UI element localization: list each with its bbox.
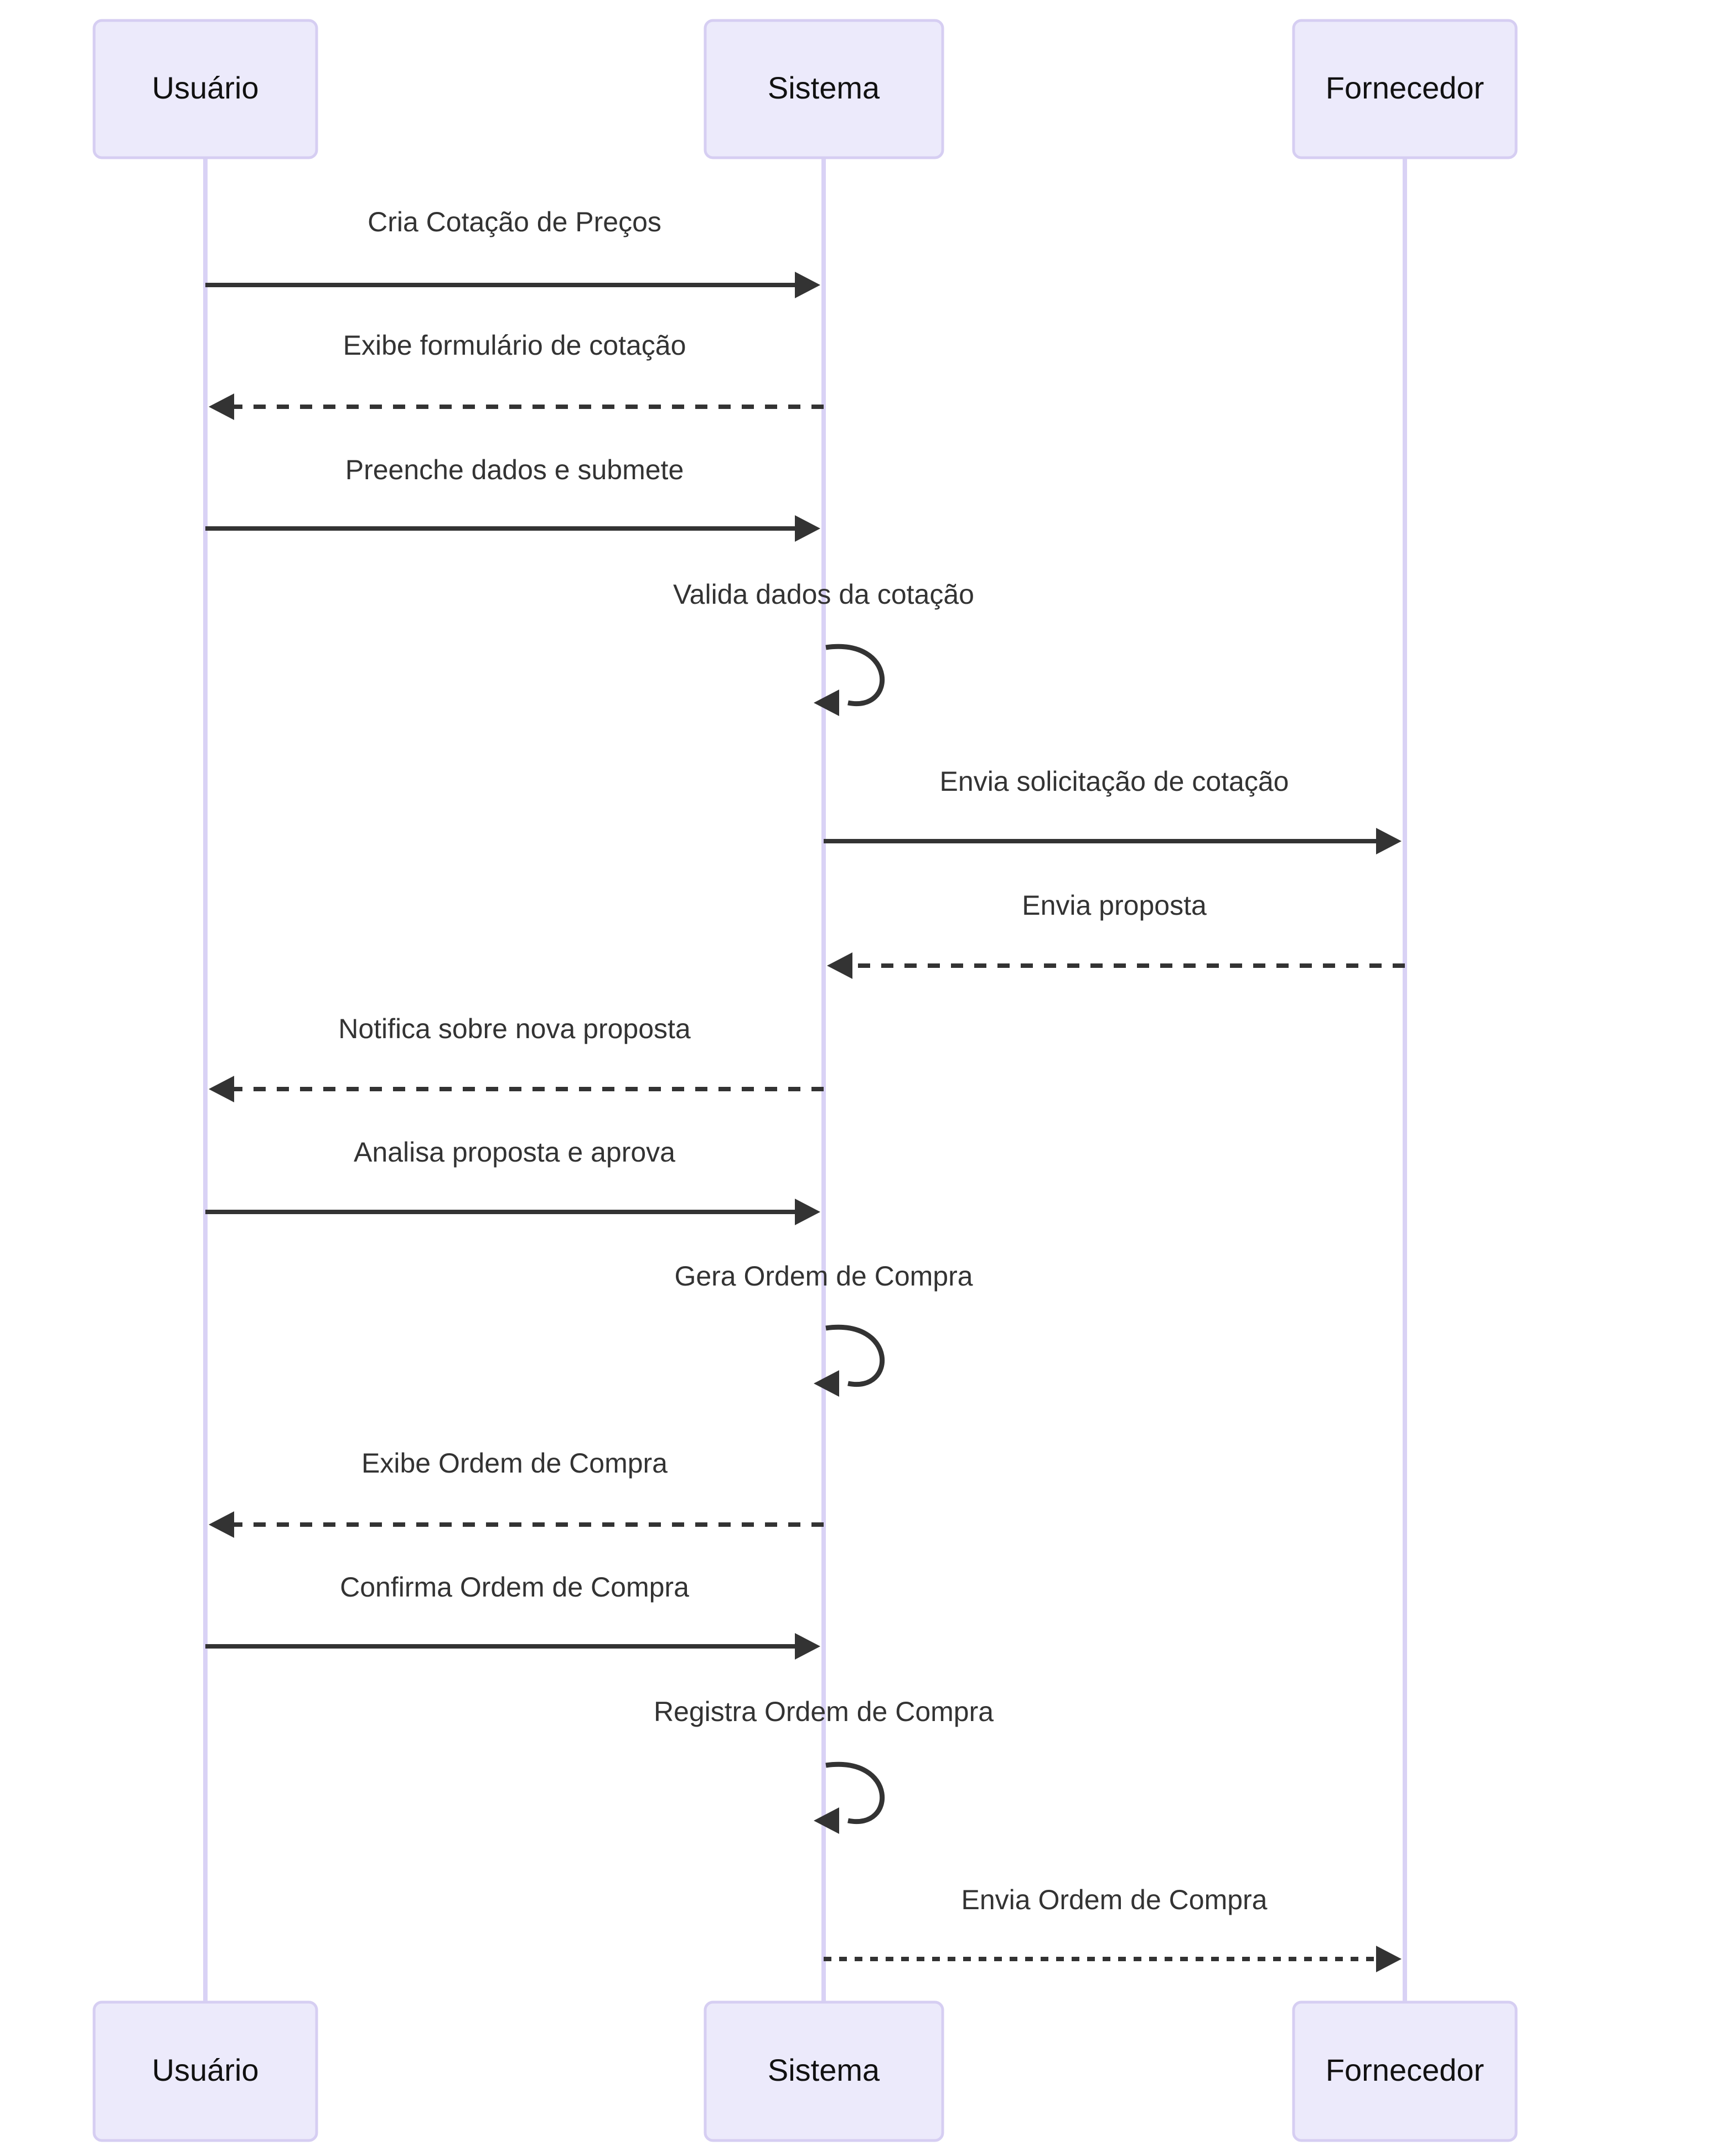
arrowhead-right [795,1633,820,1660]
actor-label-usuario: Usuário [152,2053,259,2087]
arrowhead-left [209,1511,234,1538]
actor-box-sistema-top[interactable]: Sistema [704,19,944,159]
lifelines-layer [203,158,1407,2002]
arrowhead-right [795,515,820,542]
arrowhead-right [795,272,820,298]
arrowhead-right [795,1199,820,1225]
message-10[interactable]: Exibe Ordem de Compra [209,1448,824,1538]
actor-label-fornecedor: Fornecedor [1326,2053,1484,2087]
message-13[interactable]: Envia Ordem de Compra [824,1884,1402,1972]
arrowhead-left [209,1076,234,1102]
message-3[interactable]: Preenche dados e submete [205,454,820,542]
message-label: Exibe Ordem de Compra [361,1448,668,1479]
actor-box-usuario-top[interactable]: Usuário [92,19,318,159]
actors-layer: UsuárioUsuárioSistemaSistemaFornecedorFo… [92,19,1518,2142]
actor-box-rect [704,19,944,159]
message-label: Valida dados da cotação [673,579,974,610]
arrowhead-right [1376,1946,1402,1972]
arrowhead-left [814,1370,839,1397]
actor-label-fornecedor: Fornecedor [1326,70,1484,105]
arrowhead-left [209,393,234,420]
actor-box-sistema-bottom[interactable]: Sistema [704,2000,944,2142]
actor-box-fornecedor-bottom[interactable]: Fornecedor [1292,2000,1518,2142]
actor-box-fornecedor-top[interactable]: Fornecedor [1292,19,1518,159]
actor-label-sistema: Sistema [768,70,880,105]
actor-box-rect [92,2000,318,2142]
arrowhead-right [1376,828,1402,854]
message-9[interactable]: Gera Ordem de Compra [674,1261,973,1397]
message-1[interactable]: Cria Cotação de Preços [205,206,820,298]
message-8[interactable]: Analisa proposta e aprova [205,1137,820,1225]
message-label: Exibe formulário de cotação [343,330,686,361]
actor-box-usuario-bottom[interactable]: Usuário [92,2000,318,2142]
self-message-loop [825,1761,885,1825]
message-5[interactable]: Envia solicitação de cotação [824,766,1402,854]
actor-box-rect [1292,2000,1518,2142]
message-label: Registra Ordem de Compra [654,1696,994,1727]
message-2[interactable]: Exibe formulário de cotação [209,330,824,420]
actor-label-usuario: Usuário [152,70,259,105]
actor-label-sistema: Sistema [768,2053,880,2087]
message-label: Confirma Ordem de Compra [340,1572,689,1603]
message-11[interactable]: Confirma Ordem de Compra [205,1572,820,1660]
arrowhead-left [814,690,839,716]
actor-box-rect [1292,19,1518,159]
arrowhead-left [814,1807,839,1834]
actor-box-rect [704,2000,944,2142]
message-label: Gera Ordem de Compra [674,1261,973,1292]
message-label: Notifica sobre nova proposta [338,1013,691,1044]
actor-box-rect [92,19,318,159]
message-label: Envia Ordem de Compra [961,1884,1267,1915]
message-label: Preenche dados e submete [345,454,684,485]
message-label: Analisa proposta e aprova [354,1137,675,1168]
message-7[interactable]: Notifica sobre nova proposta [209,1013,824,1102]
message-6[interactable]: Envia proposta [827,890,1405,979]
message-label: Cria Cotação de Preços [368,206,661,237]
arrowhead-left [827,952,852,979]
self-message-loop [825,644,885,707]
message-12[interactable]: Registra Ordem de Compra [654,1696,994,1834]
self-message-loop [825,1324,885,1387]
message-label: Envia solicitação de cotação [940,766,1289,797]
message-label: Envia proposta [1022,890,1207,921]
message-4[interactable]: Valida dados da cotação [673,579,974,716]
